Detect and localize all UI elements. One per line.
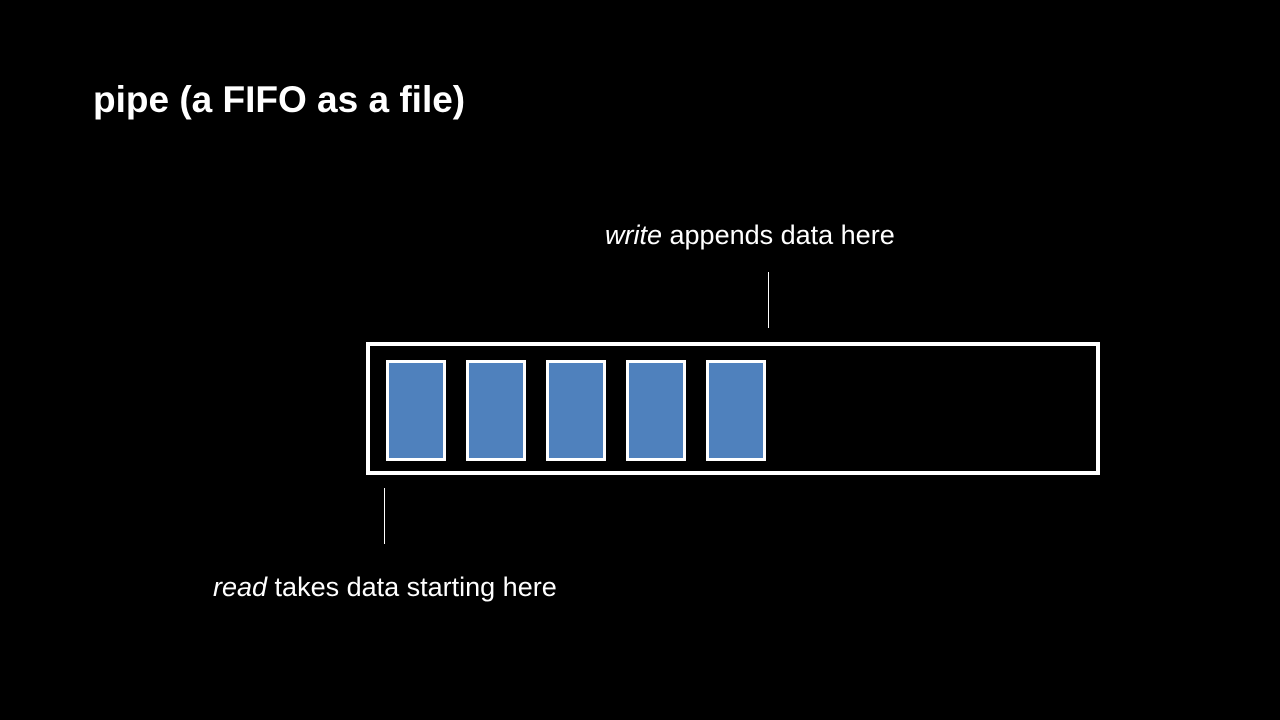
write-pointer-line — [768, 272, 769, 328]
data-block — [386, 360, 446, 461]
write-caption-text: appends data here — [662, 220, 895, 250]
write-caption: write appends data here — [605, 218, 895, 252]
read-caption: read takes data starting here — [213, 570, 557, 604]
data-block — [466, 360, 526, 461]
pipe-buffer — [366, 342, 1100, 475]
data-block — [706, 360, 766, 461]
data-block — [626, 360, 686, 461]
read-op-label: read — [213, 572, 268, 602]
slide-title: pipe (a FIFO as a file) — [93, 79, 466, 120]
read-caption-text: takes data starting here — [267, 572, 557, 602]
data-block — [546, 360, 606, 461]
write-op-label: write — [605, 220, 663, 250]
read-pointer-line — [384, 488, 385, 544]
